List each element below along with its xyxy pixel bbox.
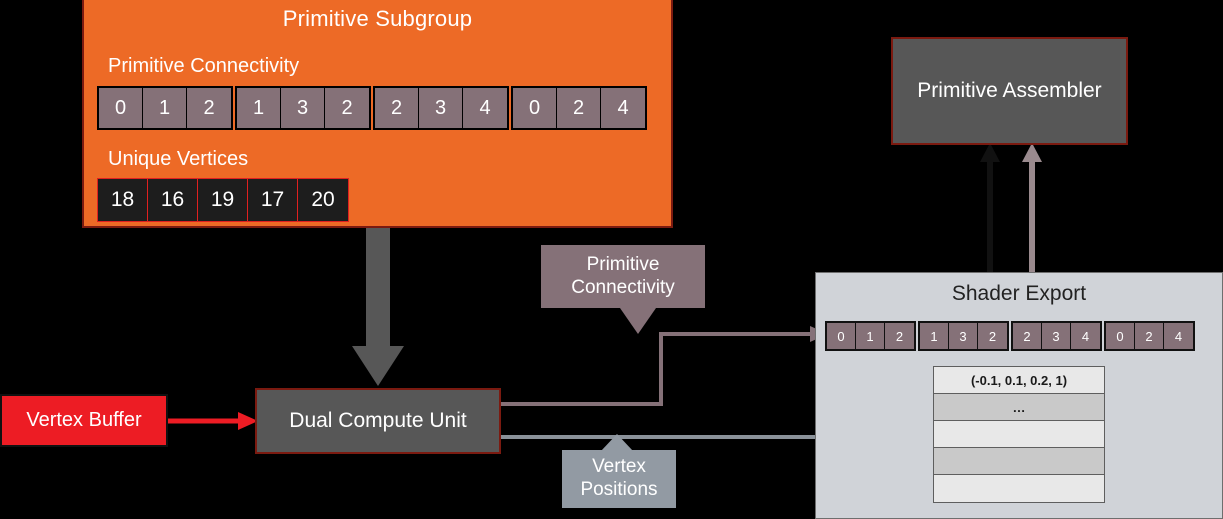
connectivity-cell: 2	[557, 88, 601, 128]
export-connectivity-cell: 4	[1071, 323, 1100, 349]
connectivity-cell: 1	[237, 88, 281, 128]
unique-vertex-cell: 18	[98, 179, 148, 221]
vertex-position-row	[934, 421, 1104, 448]
shader-export-title: Shader Export	[951, 282, 1087, 305]
export-connectivity-cell: 3	[1042, 323, 1071, 349]
connectivity-cell: 0	[99, 88, 143, 128]
export-connectivity-cell: 1	[856, 323, 885, 349]
export-connectivity-cell: 3	[949, 323, 978, 349]
export-connectivity-cell: 4	[1164, 323, 1193, 349]
connectivity-cell: 4	[463, 88, 507, 128]
connectivity-cell: 1	[143, 88, 187, 128]
primitive-connectivity-callout-tail-icon	[620, 308, 656, 334]
connectivity-cell: 2	[187, 88, 231, 128]
vertex-buffer-to-compute-arrow-icon	[168, 412, 258, 430]
export-connectivity-cell: 2	[885, 323, 914, 349]
unique-vertices-label: Unique Vertices	[108, 148, 249, 170]
export-connectivity-cell: 2	[1013, 323, 1042, 349]
unique-vertex-cell: 20	[298, 179, 348, 221]
export-connectivity-cell: 2	[1135, 323, 1164, 349]
subgroup-to-compute-arrow-icon	[352, 228, 404, 386]
connectivity-cell: 0	[513, 88, 557, 128]
vertex-position-row	[934, 448, 1104, 475]
unique-vertex-cell: 17	[248, 179, 298, 221]
connectivity-cell: 3	[419, 88, 463, 128]
primitive-assembler-box: Primitive Assembler	[891, 37, 1128, 145]
primitive-connectivity-callout: Primitive Connectivity	[541, 245, 705, 308]
callout-line-2: Positions	[580, 479, 658, 500]
export-connectivity-cell: 1	[920, 323, 949, 349]
export-connectivity-cell: 0	[1106, 323, 1135, 349]
callout-line-2: Connectivity	[571, 276, 675, 298]
unique-vertex-cell: 16	[148, 179, 198, 221]
export-connectivity-cell: 0	[827, 323, 856, 349]
vertex-positions-table: (-0.1, 0.1, 0.2, 1)…	[933, 366, 1105, 503]
vertex-position-row: …	[934, 394, 1104, 421]
vertex-positions-callout: Vertex Positions	[562, 450, 676, 508]
connectivity-cell: 4	[601, 88, 645, 128]
primitive-connectivity-label: Primitive Connectivity	[108, 55, 300, 77]
export-connectivity-cell: 2	[978, 323, 1007, 349]
vertex-position-row	[934, 475, 1104, 502]
dual-compute-unit-box: Dual Compute Unit	[255, 388, 501, 454]
callout-line-1: Vertex	[592, 456, 646, 478]
connectivity-cell: 2	[325, 88, 369, 128]
primitive-subgroup-box: Primitive Subgroup Primitive Connectivit…	[82, 0, 673, 228]
primitive-subgroup-title: Primitive Subgroup	[282, 6, 473, 31]
connectivity-cell: 2	[375, 88, 419, 128]
vertex-buffer-box: Vertex Buffer	[0, 394, 168, 447]
callout-line-1: Primitive	[586, 253, 660, 275]
unique-vertex-cell: 19	[198, 179, 248, 221]
vertex-position-row: (-0.1, 0.1, 0.2, 1)	[934, 367, 1104, 394]
vertex-positions-callout-tail-icon	[601, 434, 633, 451]
connectivity-cell: 3	[281, 88, 325, 128]
